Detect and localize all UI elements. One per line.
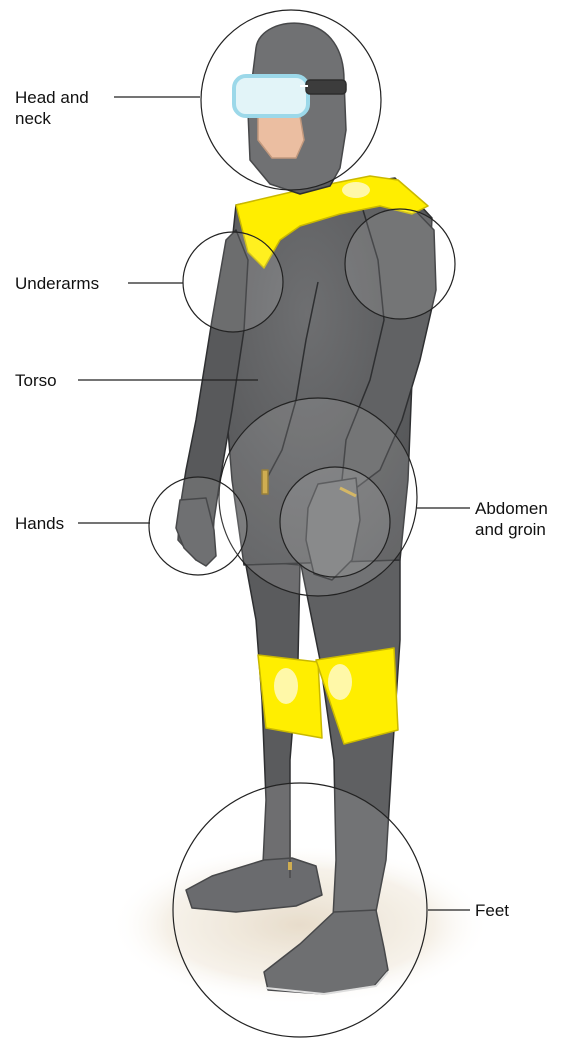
label-head-neck-line2: neck bbox=[15, 108, 89, 129]
label-torso: Torso bbox=[15, 370, 57, 391]
label-hands: Hands bbox=[15, 513, 64, 534]
circle-underarm-left bbox=[183, 232, 283, 332]
label-underarms: Underarms bbox=[15, 273, 99, 294]
highlight-circles bbox=[149, 10, 455, 1037]
circle-hand-right bbox=[280, 467, 390, 577]
label-head-neck: Head and neck bbox=[15, 87, 89, 129]
circle-hand-left bbox=[149, 477, 247, 575]
circle-feet bbox=[173, 783, 427, 1037]
circle-underarm-right bbox=[345, 209, 455, 319]
label-abdomen-line2: and groin bbox=[475, 519, 548, 540]
label-head-neck-line1: Head and bbox=[15, 87, 89, 108]
right-knee-band bbox=[316, 648, 398, 744]
label-feet: Feet bbox=[475, 900, 509, 921]
label-abdomen-line1: Abdomen bbox=[475, 498, 548, 519]
circle-head-neck bbox=[201, 10, 381, 190]
label-abdomen-groin: Abdomen and groin bbox=[475, 498, 548, 540]
